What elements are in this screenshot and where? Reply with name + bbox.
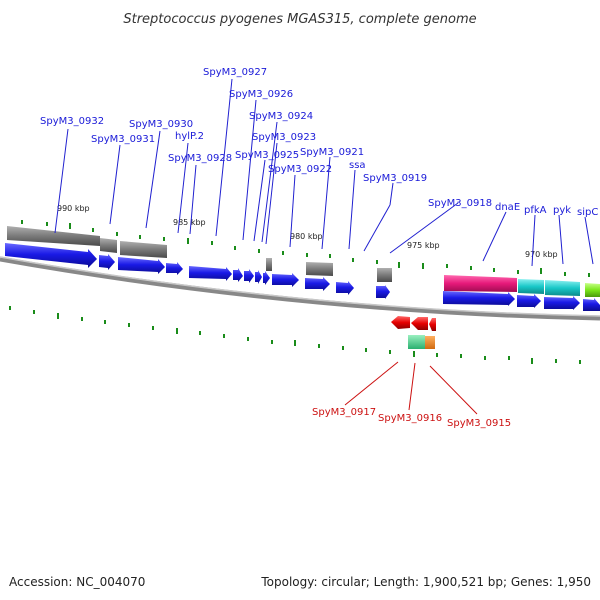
gene-label-ssa[interactable]: ssa (349, 160, 366, 171)
forward-gene-arrow (272, 273, 299, 287)
cog-block-pfka (518, 279, 544, 294)
forward-gene-arrow (376, 285, 390, 299)
forward-gene-arrow (118, 257, 165, 274)
gene-label-hylp2[interactable]: hylP.2 (175, 131, 204, 142)
forward-gene-arrow (166, 262, 183, 275)
forward-gene-arrow (233, 268, 243, 282)
gene-label-spym3-0931[interactable]: SpyM3_0931 (91, 134, 155, 145)
cog-block-dnae (444, 275, 517, 292)
scale-label-980: 980 kbp (290, 232, 323, 241)
gene-label-spym3-0921[interactable]: SpyM3_0921 (300, 147, 364, 158)
gene-label-spym3-0916[interactable]: SpyM3_0916 (378, 413, 442, 424)
reverse-leader-lines (344, 361, 478, 415)
gene-label-spym3-0926[interactable]: SpyM3_0926 (229, 89, 293, 100)
inner-tick-row (9, 306, 581, 364)
forward-gene-arrow (336, 281, 354, 295)
gene-label-spym3-0917[interactable]: SpyM3_0917 (312, 407, 376, 418)
forward-gene-arrow (263, 271, 270, 285)
forward-gene-arrow (443, 291, 515, 306)
gene-label-spym3-0919[interactable]: SpyM3_0919 (363, 173, 427, 184)
reverse-gene-arrow (429, 318, 436, 331)
cog-block-0930 (120, 241, 167, 258)
forward-gene-arrow (255, 270, 262, 284)
cog-block-pyk (545, 280, 580, 296)
gene-label-spym3-0915[interactable]: SpyM3_0915 (447, 418, 511, 429)
reverse-cog-block-0915 (425, 336, 435, 349)
forward-gene-arrow (5, 243, 97, 268)
outer-tick-row (21, 220, 590, 277)
gene-label-sipc[interactable]: sipC (577, 207, 598, 218)
reverse-cog-block-0916 (408, 335, 425, 349)
gene-label-spym3-0932[interactable]: SpyM3_0932 (40, 116, 104, 127)
cog-block-0919 (377, 268, 392, 282)
forward-gene-arrow (544, 296, 580, 310)
cog-block-0925 (266, 258, 272, 271)
genome-backbone (0, 256, 600, 321)
forward-gene-arrow (517, 294, 541, 308)
gene-label-pyk[interactable]: pyk (553, 205, 571, 216)
gene-label-spym3-0923[interactable]: SpyM3_0923 (252, 132, 316, 143)
map-title: Streptococcus pyogenes MGAS315, complete… (123, 12, 476, 27)
forward-gene-row (5, 243, 600, 311)
gene-label-spym3-0927[interactable]: SpyM3_0927 (203, 67, 267, 78)
reverse-gene-row (391, 316, 436, 349)
gene-label-spym3-0925[interactable]: SpyM3_0925 (235, 150, 299, 161)
forward-gene-arrow (99, 254, 115, 270)
accession-text: Accession: NC_004070 (9, 575, 145, 589)
reverse-gene-arrow (411, 317, 428, 330)
forward-leader-lines (54, 78, 594, 267)
gene-label-spym3-0928[interactable]: SpyM3_0928 (168, 153, 232, 164)
gene-label-spym3-0922[interactable]: SpyM3_0922 (268, 164, 332, 175)
genome-stats-text: Topology: circular; Length: 1,900,521 bp… (260, 575, 591, 589)
gene-label-pfka[interactable]: pfkA (524, 205, 547, 216)
forward-gene-arrow (583, 298, 600, 311)
cog-block-0932 (7, 226, 100, 246)
cog-block-sipc (585, 283, 600, 297)
forward-gene-arrow (244, 269, 254, 283)
cog-block-0922 (306, 262, 333, 276)
gene-label-spym3-0918[interactable]: SpyM3_0918 (428, 198, 492, 209)
reverse-gene-arrow (391, 316, 410, 329)
cog-feature-row (7, 226, 600, 297)
scale-label-990: 990 kbp (57, 204, 90, 213)
forward-gene-arrow (189, 266, 232, 281)
scale-label-975: 975 kbp (407, 241, 440, 250)
gene-label-spym3-0930[interactable]: SpyM3_0930 (129, 119, 193, 130)
gene-label-dnae[interactable]: dnaE (495, 202, 520, 213)
gene-label-spym3-0924[interactable]: SpyM3_0924 (249, 111, 313, 122)
cog-block-0931 (100, 238, 117, 253)
forward-gene-arrow (305, 277, 330, 291)
scale-label-985: 985 kbp (173, 218, 206, 227)
scale-label-970: 970 kbp (525, 250, 558, 259)
